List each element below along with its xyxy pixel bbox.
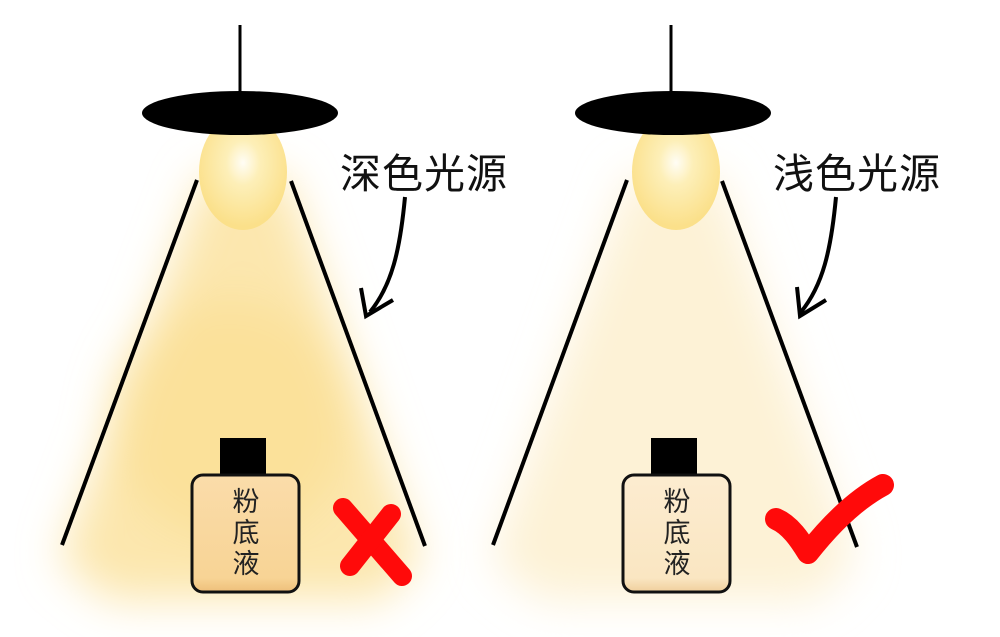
panel-dark-light — [60, 25, 427, 600]
lamp-shade — [142, 91, 338, 135]
bottle-label-char: 粉 — [663, 487, 691, 518]
light-beam-left-edge — [60, 179, 199, 546]
arrow-head — [795, 286, 828, 320]
light-label-dark: 深色光源 — [340, 150, 508, 198]
arrow-head — [359, 287, 395, 320]
bottle-label-dark: 粉 底 液 — [192, 487, 300, 580]
light-label-light: 浅色光源 — [773, 150, 941, 198]
arrow-icon — [368, 196, 407, 314]
panel-light-light — [491, 25, 894, 600]
bulb-icon — [199, 114, 287, 230]
arrow-icon — [799, 196, 838, 314]
foundation-bottle — [190, 473, 301, 594]
check-icon — [765, 474, 894, 564]
bottle-label-char: 底 — [663, 518, 691, 549]
foundation-bottle — [621, 473, 732, 594]
bottle-cap — [651, 438, 697, 476]
bottle-label-light: 粉 底 液 — [623, 487, 731, 580]
lamp-shade — [575, 91, 771, 135]
light-beam-right-edge — [720, 180, 859, 548]
bottle-label-char: 底 — [232, 518, 260, 549]
bottle-label-char: 液 — [232, 549, 260, 580]
bulb-icon — [632, 114, 720, 230]
light-beam-right-edge — [289, 180, 427, 547]
cross-icon — [333, 498, 412, 586]
bottle-cap — [220, 438, 266, 476]
bottle-label-char: 液 — [663, 549, 691, 580]
light-beam-left-edge — [491, 179, 629, 546]
light-glow — [492, 175, 855, 600]
bottle-label-char: 粉 — [232, 487, 260, 518]
